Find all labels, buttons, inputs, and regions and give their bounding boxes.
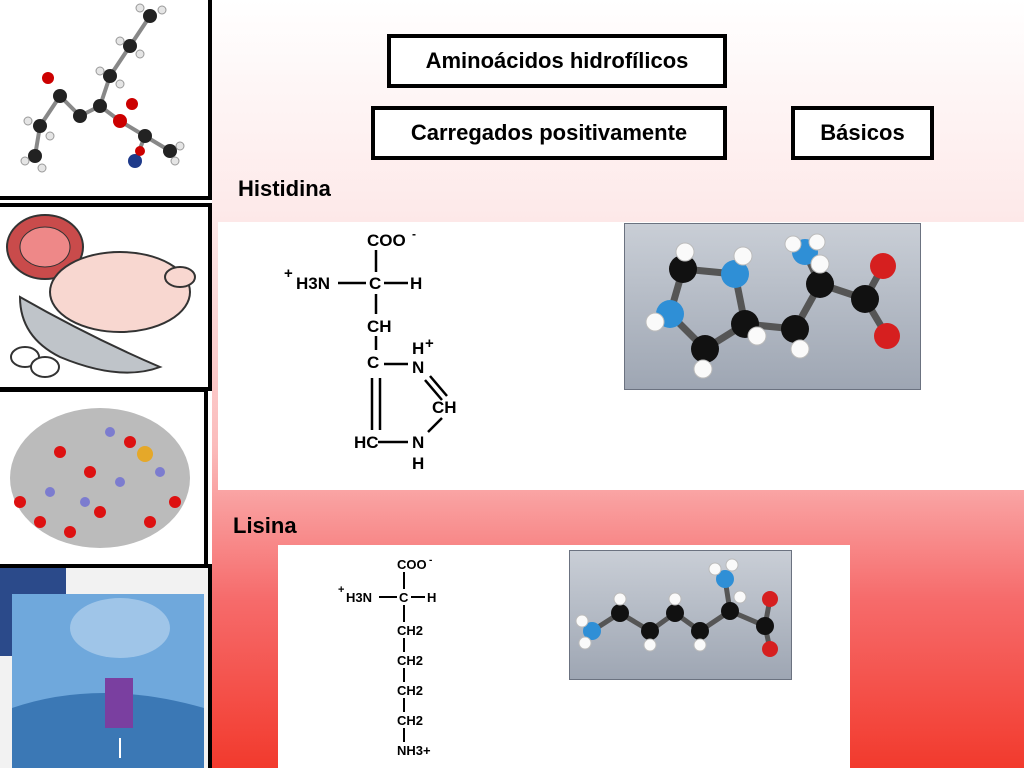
his-ring-hc: HC [354, 433, 379, 452]
his-alpha-hydrogen: H [410, 274, 422, 293]
lys-ch2-3: CH2 [397, 683, 423, 698]
cell-membrane-image [0, 564, 212, 768]
lisina-heading: Lisina [233, 513, 297, 538]
molecule-illustration [20, 3, 185, 173]
lys-amine-charge: + [338, 584, 344, 596]
left-image-column [0, 0, 212, 768]
lisina-3d-model [569, 550, 792, 680]
his-ch2: CH [367, 317, 392, 336]
histidina-heading: Histidina [238, 176, 331, 201]
histidina-model-illustration [645, 233, 900, 379]
lys-terminal-amine: NH3+ [397, 743, 431, 758]
food-proteins-image [0, 203, 212, 391]
histidina-structural-formula: COO - + H3N C H CH C H + N CH HC N H [284, 228, 457, 473]
lys-ch2-1: CH2 [397, 623, 423, 638]
his-ring-ch: CH [432, 398, 457, 417]
charge-label: Carregados positivamente [371, 106, 727, 160]
food-illustration [6, 214, 196, 378]
his-carboxyl-charge: - [412, 228, 416, 241]
protein-illustration [10, 408, 190, 548]
page-title: Aminoácidos hidrofílicos [387, 34, 727, 88]
lys-amine: H3N [346, 590, 372, 605]
his-ring-nh: N [412, 358, 424, 377]
his-alpha-carbon: C [369, 274, 381, 293]
lys-alpha-carbon: C [399, 590, 409, 605]
his-ring-n: N [412, 433, 424, 452]
his-ring-c: C [367, 353, 379, 372]
lys-carboxyl: COO [397, 557, 427, 572]
molecule-ball-and-stick-image [0, 0, 212, 200]
histidina-3d-model [624, 223, 921, 390]
lys-ch2-2: CH2 [397, 653, 423, 668]
membrane-illustration [0, 568, 204, 768]
lisina-model-illustration [575, 558, 778, 657]
his-ring-nh-charge: + [425, 335, 434, 352]
lisina-structural-formula: COO - + H3N C H CH2 CH2 CH2 CH2 NH3+ [338, 555, 436, 758]
his-carboxyl: COO [367, 231, 406, 250]
his-ring-nh-h: H [412, 339, 424, 358]
his-amine-charge: + [284, 265, 293, 282]
lys-alpha-hydrogen: H [427, 590, 436, 605]
class-label: Básicos [791, 106, 934, 160]
his-ring-n-h: H [412, 454, 424, 473]
lys-ch2-4: CH2 [397, 713, 423, 728]
lys-carboxyl-charge: - [429, 555, 432, 566]
protein-space-filling-image [0, 388, 208, 568]
his-amine: H3N [296, 274, 330, 293]
